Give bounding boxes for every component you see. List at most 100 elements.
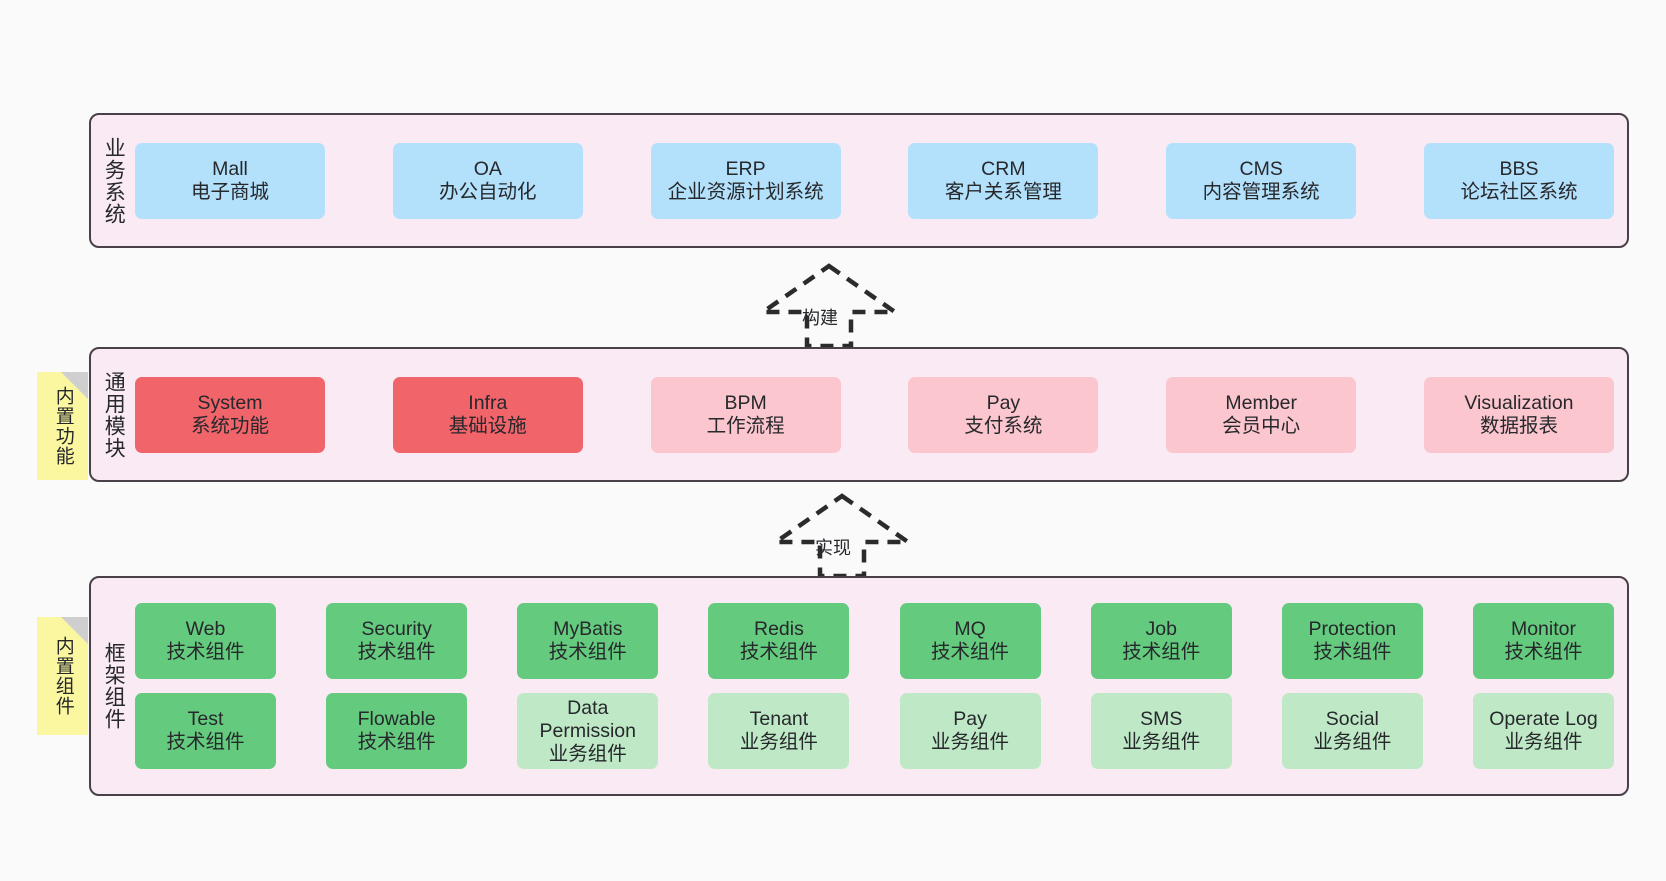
card-title: CRM [981,157,1026,180]
card-pay-component[interactable]: Pay 业务组件 [899,693,1041,769]
sticky-fold-corner-icon [61,617,88,644]
card-subtitle: 业务组件 [739,731,818,753]
card-bpm[interactable]: BPM 工作流程 [650,376,841,453]
card-subtitle: 技术组件 [1122,641,1201,663]
card-subtitle: 工作流程 [706,414,785,437]
card-mybatis[interactable]: MyBatis 技术组件 [517,603,659,679]
card-title: MQ [954,618,986,640]
card-title: Pay [953,708,987,730]
card-subtitle: 业务组件 [931,731,1010,753]
layer-common-module: 通用模块 System 系统功能 Infra 基础设施 BPM 工作流程 Pay… [89,347,1629,482]
layer-business-system: 业务系统 Mall 电子商城 OA 办公自动化 ERP 企业资源计划系统 CRM… [89,113,1629,248]
card-title: OA [473,157,502,180]
card-cms[interactable]: CMS 内容管理系统 [1166,142,1357,219]
card-subtitle: 业务组件 [1504,731,1583,753]
card-visualization[interactable]: Visualization 数据报表 [1423,376,1614,453]
card-monitor[interactable]: Monitor 技术组件 [1472,603,1614,679]
card-crm[interactable]: CRM 客户关系管理 [908,142,1099,219]
build-arrow-icon [755,263,903,349]
card-title: Infra [468,391,508,414]
card-title: Mall [212,157,248,180]
layer-body-common-module: System 系统功能 Infra 基础设施 BPM 工作流程 Pay 支付系统… [135,349,1627,480]
sticky-note-builtin-component: 内置组件 [37,617,88,735]
layer-framework-component: 框架组件 Web 技术组件 Security 技术组件 MyBatis 技术组件… [89,576,1629,796]
card-title: Web [185,618,226,640]
sticky-note-label: 内置功能 [52,386,74,466]
card-title: MyBatis [553,618,623,640]
card-mall[interactable]: Mall 电子商城 [135,142,325,219]
card-social[interactable]: Social 业务组件 [1281,693,1423,769]
layer-title-framework-component: 框架组件 [102,642,126,730]
card-bbs[interactable]: BBS 论坛社区系统 [1423,142,1614,219]
card-subtitle: 业务组件 [1313,731,1392,753]
card-subtitle: 技术组件 [739,641,818,663]
sticky-note-label: 内置组件 [52,636,74,716]
card-title: Monitor [1510,618,1576,640]
card-protection[interactable]: Protection 技术组件 [1281,603,1423,679]
card-subtitle: 技术组件 [1504,641,1583,663]
layer-title-business-system: 业务系统 [102,136,126,225]
card-sms[interactable]: SMS 业务组件 [1090,693,1232,769]
card-redis[interactable]: Redis 技术组件 [708,603,850,679]
layer-title-common-module: 通用模块 [102,370,126,459]
card-title: Redis [753,618,804,640]
card-subtitle: 系统功能 [190,414,269,437]
card-title: Operate Log [1489,708,1598,730]
card-infra[interactable]: Infra 基础设施 [392,376,583,453]
card-subtitle: 业务组件 [1122,731,1201,753]
card-title: Test [187,708,224,730]
card-title: Pay [986,391,1021,414]
card-title: Member [1225,391,1297,414]
card-title: System [197,391,263,414]
card-title: Visualization [1464,391,1574,414]
card-member[interactable]: Member 会员中心 [1166,376,1357,453]
card-web[interactable]: Web 技术组件 [135,603,276,679]
card-row: Web 技术组件 Security 技术组件 MyBatis 技术组件 Redi… [135,603,1614,679]
card-title: Job [1145,618,1177,640]
connector-build: 构建 [755,262,903,350]
sticky-note-builtin-function: 内置功能 [37,372,88,480]
card-security[interactable]: Security 技术组件 [326,603,468,679]
card-subtitle: 技术组件 [357,641,436,663]
card-subtitle: 业务组件 [548,742,627,765]
card-subtitle: 数据报表 [1479,414,1558,437]
card-title: Data Permission [539,696,636,742]
card-subtitle: 技术组件 [357,731,436,753]
card-title: Security [361,618,432,640]
connector-implement-label: 实现 [815,538,851,558]
card-subtitle: 电子商城 [190,180,269,203]
card-tenant[interactable]: Tenant 业务组件 [708,693,850,769]
card-system[interactable]: System 系统功能 [135,376,325,453]
card-title: SMS [1140,708,1183,730]
card-flowable[interactable]: Flowable 技术组件 [326,693,468,769]
card-oa[interactable]: OA 办公自动化 [392,142,583,219]
card-title: ERP [725,157,766,180]
card-erp[interactable]: ERP 企业资源计划系统 [650,142,841,219]
card-title: BPM [724,391,767,414]
card-subtitle: 支付系统 [964,414,1043,437]
card-subtitle: 技术组件 [1313,641,1392,663]
card-job[interactable]: Job 技术组件 [1090,603,1232,679]
card-data-permission[interactable]: Data Permission 业务组件 [517,693,659,769]
card-title: Social [1325,708,1379,730]
card-row: Test 技术组件 Flowable 技术组件 Data Permission … [135,693,1614,769]
card-operate-log[interactable]: Operate Log 业务组件 [1472,693,1614,769]
card-row: Mall 电子商城 OA 办公自动化 ERP 企业资源计划系统 CRM 客户关系… [135,142,1614,219]
card-subtitle: 办公自动化 [439,180,537,203]
card-subtitle: 技术组件 [931,641,1010,663]
card-subtitle: 客户关系管理 [944,180,1062,203]
card-subtitle: 会员中心 [1222,414,1301,437]
card-mq[interactable]: MQ 技术组件 [899,603,1041,679]
card-row: System 系统功能 Infra 基础设施 BPM 工作流程 Pay 支付系统… [135,376,1614,453]
card-subtitle: 技术组件 [548,641,627,663]
card-subtitle: 基础设施 [448,414,527,437]
card-subtitle: 技术组件 [166,641,245,663]
connector-implement: 实现 [768,492,916,580]
sticky-fold-corner-icon [61,372,88,399]
card-title: CMS [1239,157,1283,180]
card-test[interactable]: Test 技术组件 [135,693,276,769]
card-subtitle: 内容管理系统 [1202,180,1320,203]
card-title: Flowable [357,708,436,730]
card-pay[interactable]: Pay 支付系统 [908,376,1099,453]
card-title: BBS [1499,157,1539,180]
